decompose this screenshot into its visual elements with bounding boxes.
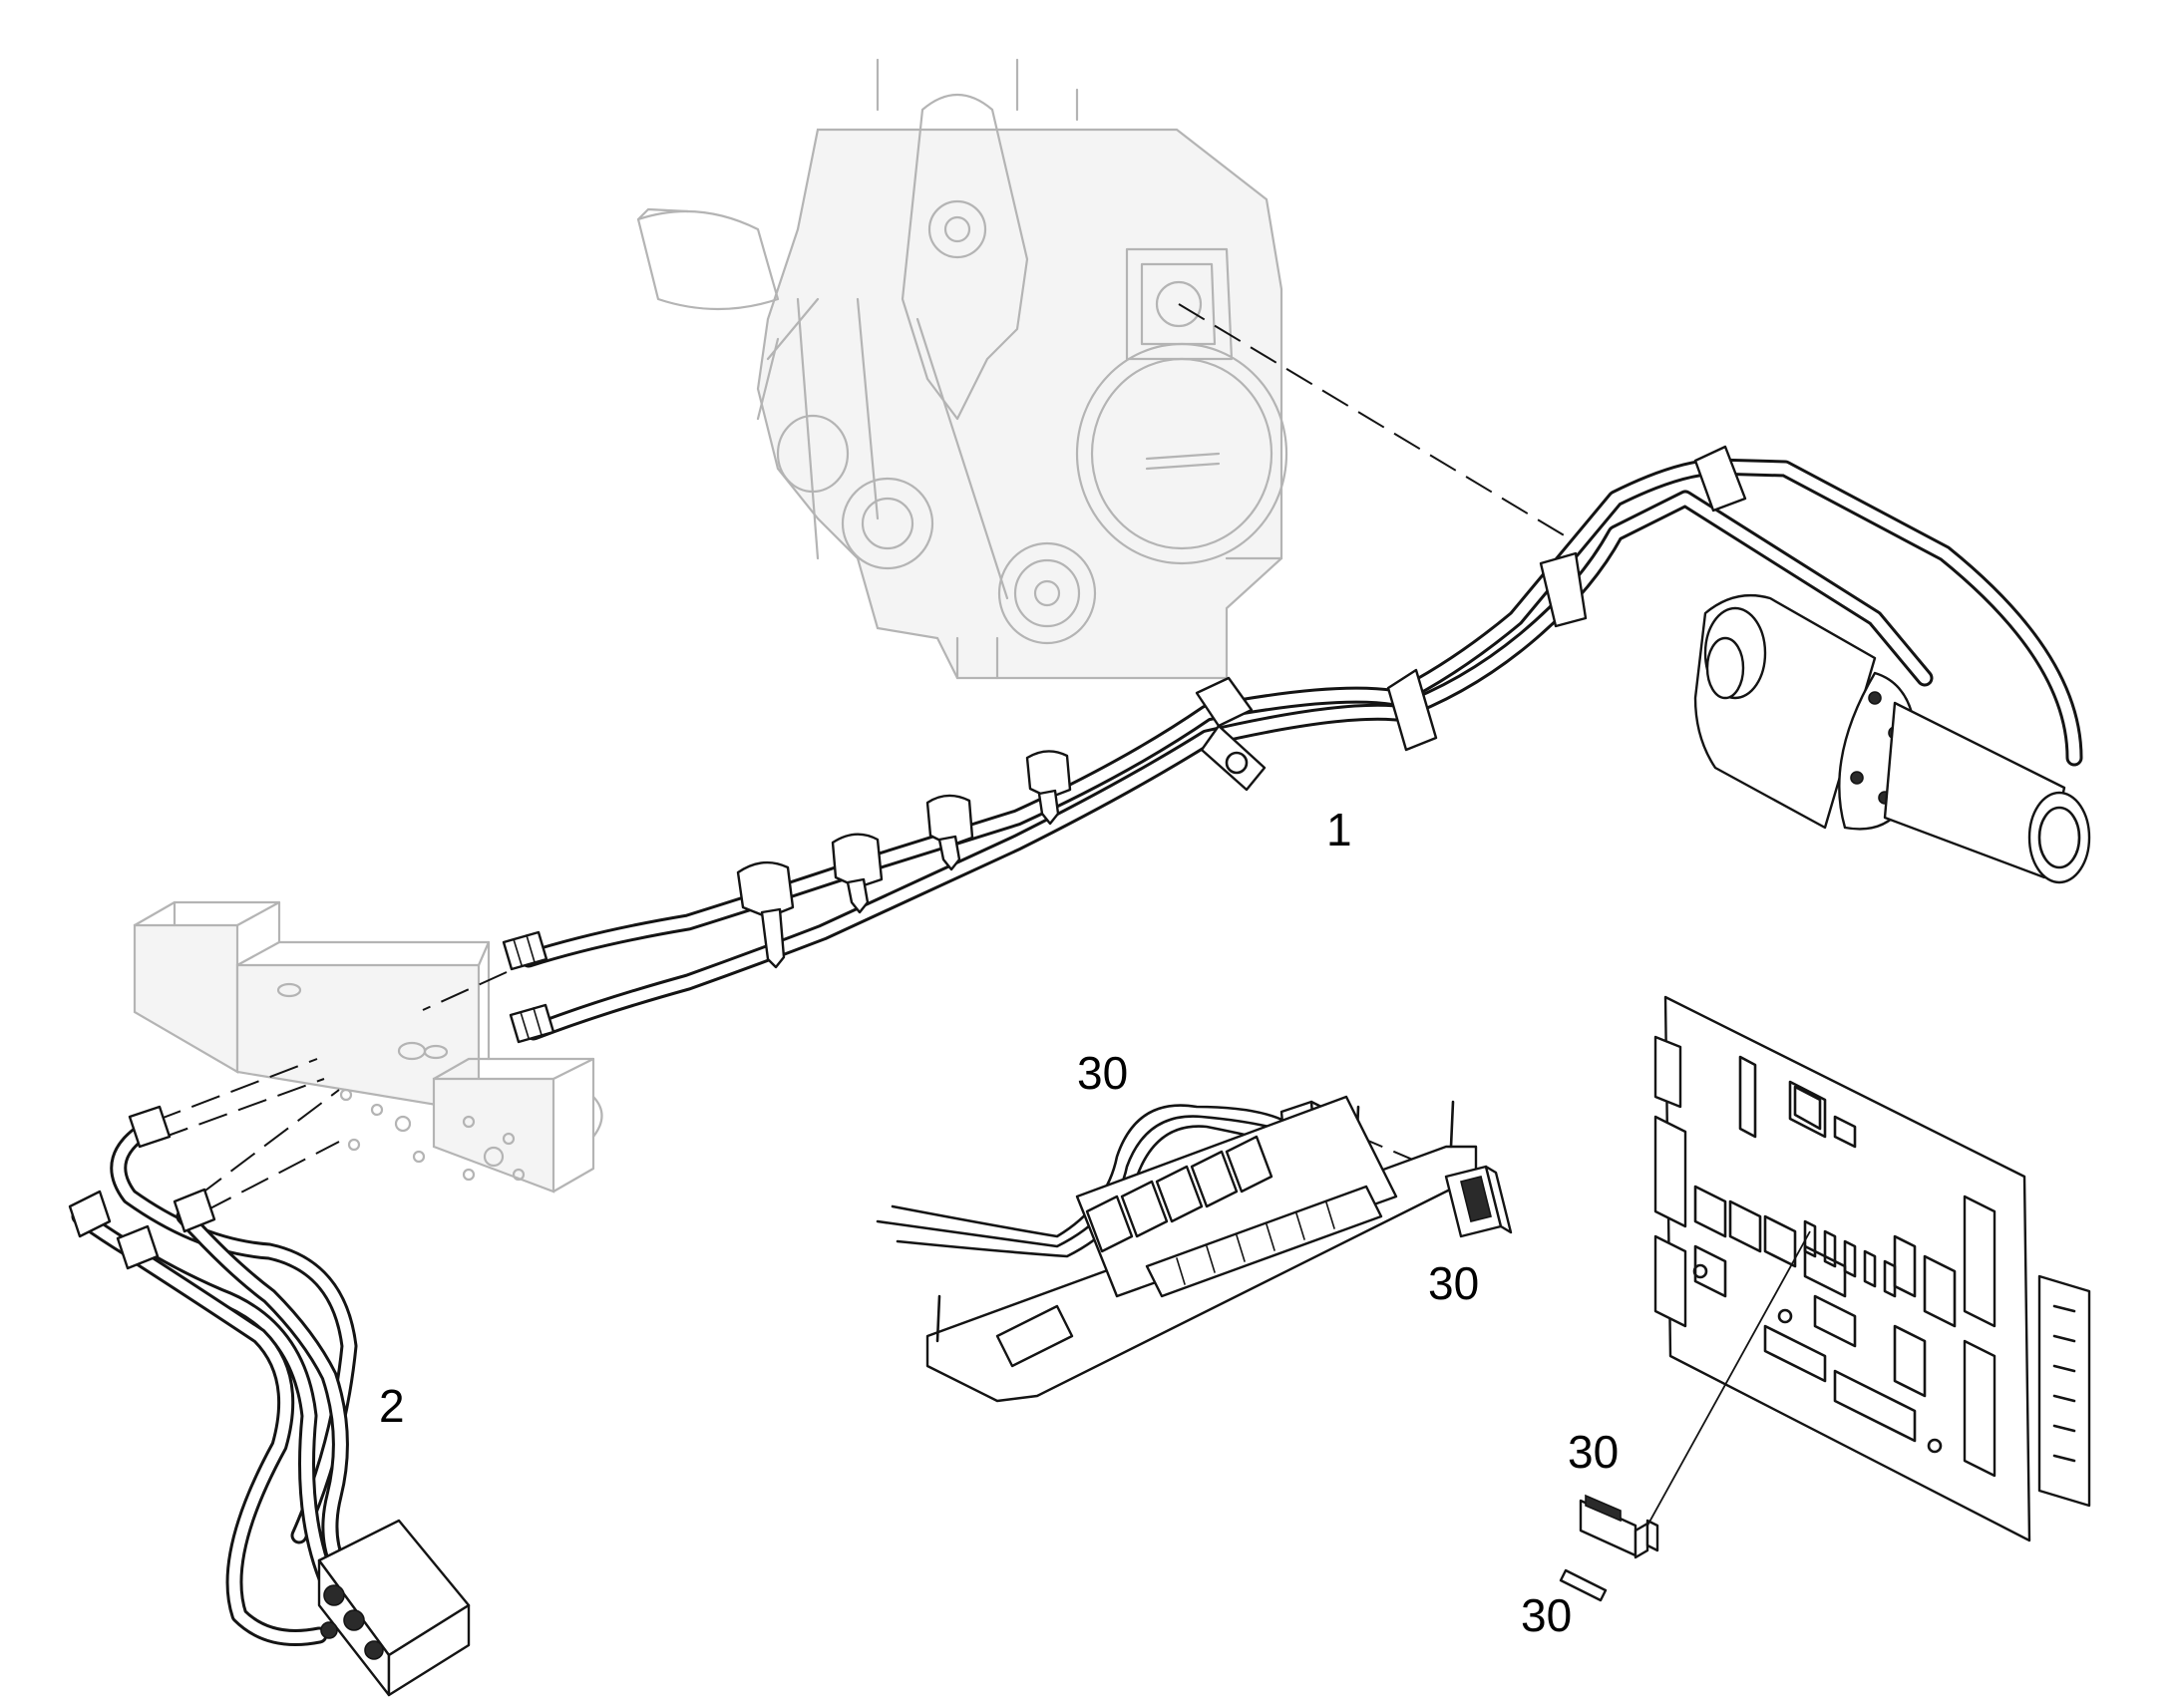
callout-30-switch: 30 — [1428, 1257, 1479, 1309]
control-pcb — [1653, 995, 2091, 1542]
ghost-valve-block — [133, 900, 603, 1194]
hose-end-fittings — [502, 930, 555, 1044]
manifold-block — [317, 1519, 471, 1697]
callout-30-fuse: 30 — [1568, 1426, 1619, 1478]
label-strip — [1559, 1568, 1608, 1602]
rocker-switch — [1444, 1165, 1513, 1238]
blade-fuse — [1579, 1494, 1659, 1559]
hose-assembly-part-1 — [502, 445, 2091, 1044]
callout-1: 1 — [1326, 804, 1352, 855]
hose-clamps — [1195, 445, 1747, 792]
hydraulic-cylinder — [1693, 594, 2091, 884]
pcb-connectors — [1653, 1035, 2091, 1508]
hose-set-part-2 — [68, 1105, 471, 1697]
hose-fittings-part-2 — [68, 1105, 216, 1270]
callout-30-label: 30 — [1521, 1589, 1572, 1641]
relay-board — [925, 1095, 1478, 1403]
leader-lines — [1646, 1230, 1811, 1527]
hose-cable-ties — [736, 750, 1072, 969]
ghost-machine-housing — [636, 58, 1288, 680]
callout-30-harness: 30 — [1077, 1047, 1128, 1099]
pcb-components — [1692, 1055, 1957, 1454]
callout-2: 2 — [379, 1380, 405, 1432]
